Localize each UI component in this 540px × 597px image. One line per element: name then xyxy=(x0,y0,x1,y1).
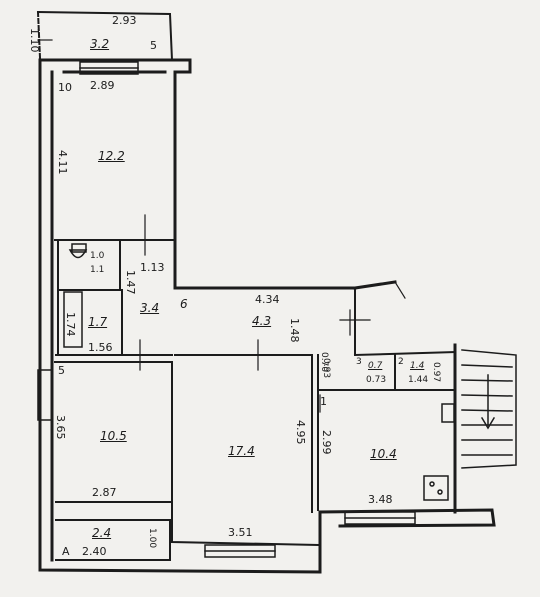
closet-a-area: 0.7 xyxy=(368,361,383,371)
room-top-height: 4.11 xyxy=(56,150,69,175)
corridor-small-side: 1.13 xyxy=(140,261,165,274)
staircase xyxy=(461,349,517,469)
wc-size: 1.1 xyxy=(90,265,105,275)
bathroom-fixtures xyxy=(63,243,455,501)
hall-width: 4.34 xyxy=(255,293,280,306)
hall-number: 6 xyxy=(180,297,188,311)
closet-b-width: 1.44 xyxy=(408,375,429,385)
balcony-area: 3.2 xyxy=(90,37,110,51)
balcony-width: 2.93 xyxy=(112,14,137,27)
bath-width: 1.56 xyxy=(88,341,113,354)
closet-b-number: 2 xyxy=(398,357,404,367)
kitchen-height: 2.99 xyxy=(320,430,333,455)
loggia-width: 2.40 xyxy=(82,545,107,558)
room-mid-area: 17.4 xyxy=(228,444,255,458)
balcony-top-outline xyxy=(36,10,174,62)
outer-walls xyxy=(38,58,496,574)
loggia-depth: 1.00 xyxy=(147,528,157,549)
closet-b-area: 1.4 xyxy=(410,361,425,371)
door-marks xyxy=(37,39,406,413)
bath-area: 1.7 xyxy=(88,315,108,329)
loggia-marker: A xyxy=(62,545,70,558)
room-top-area: 12.2 xyxy=(98,149,125,163)
loggia-area: 2.4 xyxy=(92,526,112,540)
room-top-number: 10 xyxy=(58,81,72,94)
bath-height: 1.74 xyxy=(64,312,77,337)
hall-area: 4.3 xyxy=(252,314,272,328)
room-mid-height: 4.95 xyxy=(294,420,307,445)
kitchen-area: 10.4 xyxy=(370,447,397,461)
closet-a-width: 0.73 xyxy=(366,375,387,385)
room-left-width: 2.87 xyxy=(92,486,117,499)
interior-walls xyxy=(54,239,457,561)
room-left-number: 5 xyxy=(58,364,65,377)
kitchen-width: 3.48 xyxy=(368,493,393,506)
closet-b-depth: 0.97 xyxy=(431,362,441,383)
hall-depth: 1.48 xyxy=(288,318,301,343)
kitchen-side: 0.70 xyxy=(319,352,329,373)
room-top-width: 2.89 xyxy=(90,79,115,92)
balcony-depth: 1.10 xyxy=(28,28,41,53)
room-left-height: 3.65 xyxy=(54,415,67,440)
balcony-number: 5 xyxy=(150,39,157,52)
room-left-area: 10.5 xyxy=(100,429,127,443)
windows xyxy=(37,61,416,558)
corridor-small-area: 3.4 xyxy=(140,301,160,315)
kitchen-number: 1 xyxy=(320,395,327,408)
wc-area: 1.0 xyxy=(90,251,105,261)
room-mid-width: 3.51 xyxy=(228,526,253,539)
corridor-small-side2: 1.47 xyxy=(124,270,137,295)
closet-a-number: 3 xyxy=(356,357,362,367)
